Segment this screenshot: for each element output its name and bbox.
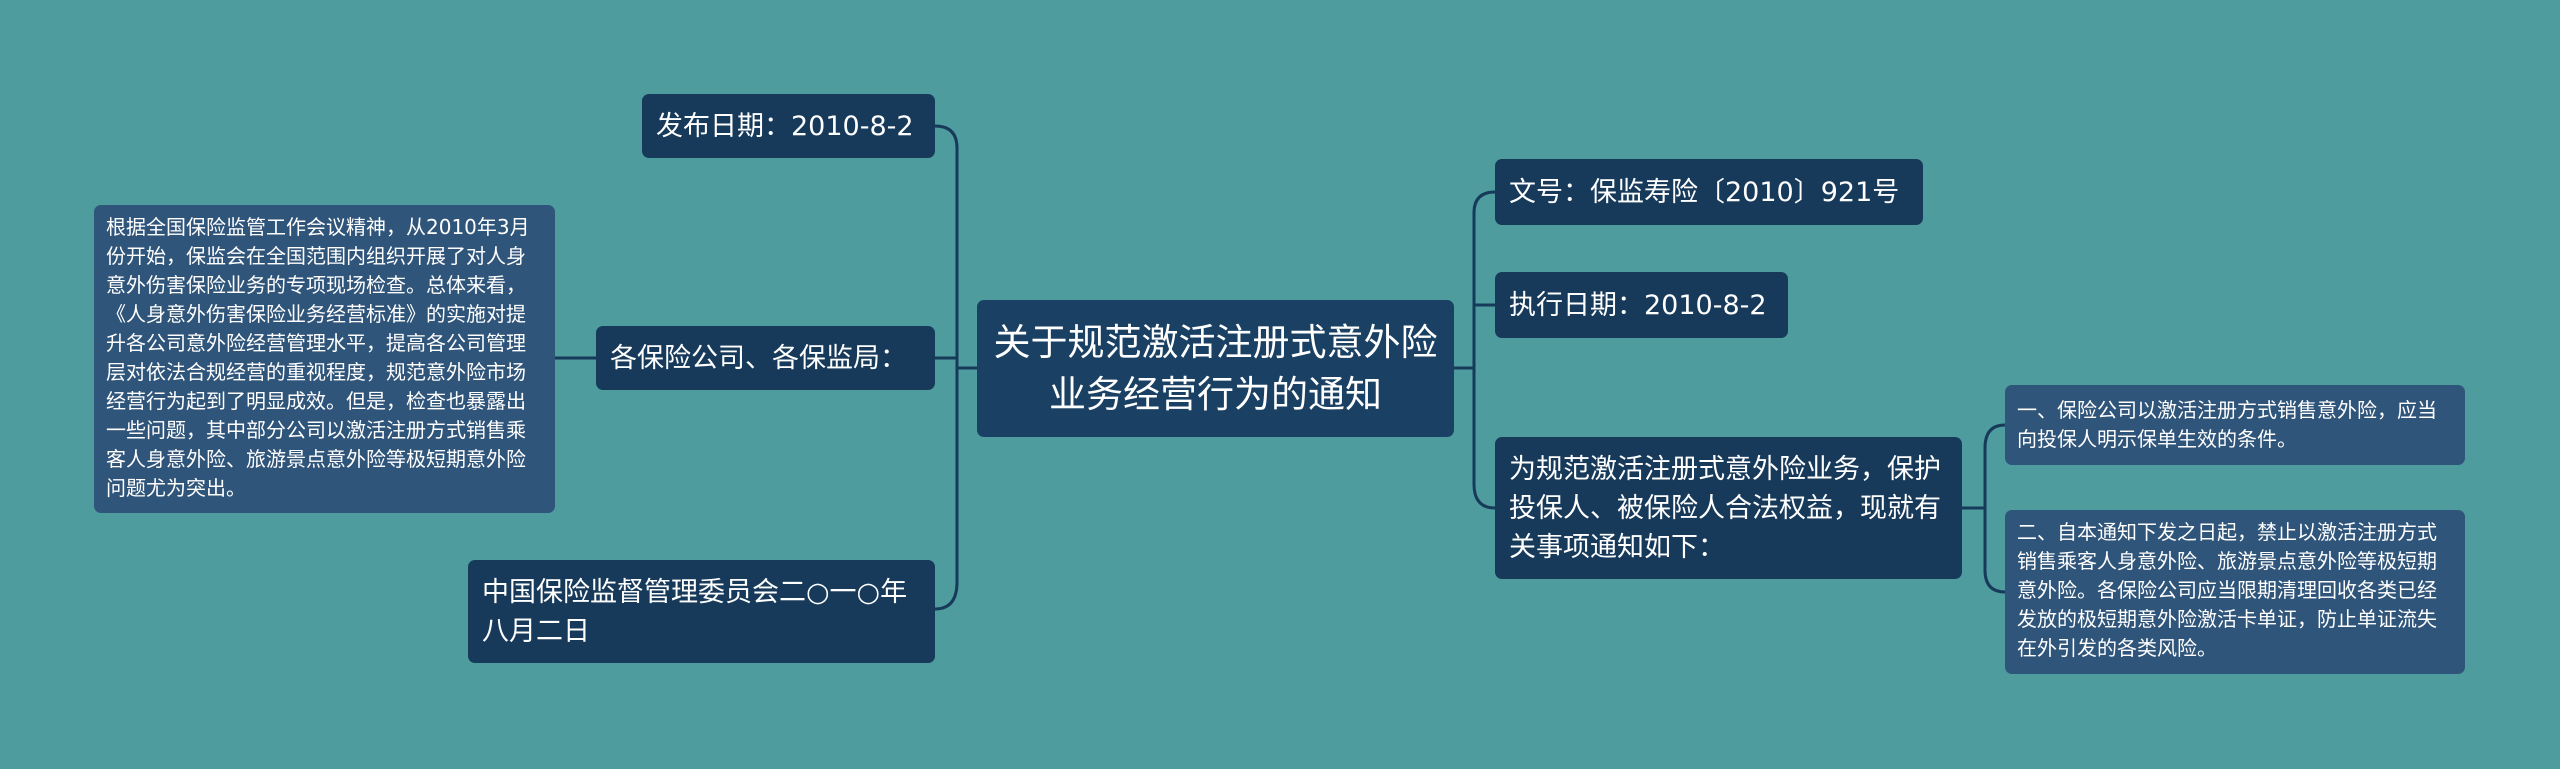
topic-purpose-label: 为规范激活注册式意外险业务，保护投保人、被保险人合法权益，现就有关事项通知如下： — [1509, 453, 1941, 563]
topic-signature-label: 中国保险监督管理委员会二○一○年八月二日 — [482, 576, 908, 647]
topic-purpose[interactable]: 为规范激活注册式意外险业务，保护投保人、被保险人合法权益，现就有关事项通知如下： — [1495, 437, 1962, 579]
topic-execution-date[interactable]: 执行日期：2010-8-2 — [1495, 272, 1788, 338]
topic-publish-date-label: 发布日期：2010-8-2 — [656, 110, 914, 142]
link-left-signature — [934, 581, 959, 611]
topic-recipients-label: 各保险公司、各保监局： — [610, 342, 907, 374]
link-purpose-items — [1983, 423, 2006, 594]
topic-publish-date[interactable]: 发布日期：2010-8-2 — [642, 94, 935, 158]
central-topic-label: 关于规范激活注册式意外险业务经营行为的通知 — [993, 320, 1438, 416]
leaf-background-paragraph[interactable]: 根据全国保险监管工作会议精神，从2010年3月份开始，保监会在全国范围内组织开展… — [94, 205, 555, 513]
topic-document-number-label: 文号：保监寿险〔2010〕921号 — [1509, 176, 1900, 208]
leaf-item-two-text: 二、自本通知下发之日起，禁止以激活注册方式销售乘客人身意外险、旅游景点意外险等极… — [2017, 520, 2437, 660]
topic-recipients[interactable]: 各保险公司、各保监局： — [596, 326, 935, 390]
topic-execution-date-label: 执行日期：2010-8-2 — [1509, 289, 1767, 321]
leaf-item-one-text: 一、保险公司以激活注册方式销售意外险，应当向投保人明示保单生效的条件。 — [2017, 398, 2437, 451]
leaf-background-paragraph-text: 根据全国保险监管工作会议精神，从2010年3月份开始，保监会在全国范围内组织开展… — [106, 215, 530, 500]
topic-signature[interactable]: 中国保险监督管理委员会二○一○年八月二日 — [468, 560, 935, 663]
central-topic[interactable]: 关于规范激活注册式意外险业务经营行为的通知 — [977, 300, 1454, 437]
leaf-item-two[interactable]: 二、自本通知下发之日起，禁止以激活注册方式销售乘客人身意外险、旅游景点意外险等极… — [2005, 510, 2465, 674]
link-left-date — [934, 124, 959, 149]
leaf-item-one[interactable]: 一、保险公司以激活注册方式销售意外险，应当向投保人明示保单生效的条件。 — [2005, 385, 2465, 465]
link-right-purpose — [1472, 483, 1496, 510]
topic-document-number[interactable]: 文号：保监寿险〔2010〕921号 — [1495, 159, 1923, 225]
link-right-docno — [1472, 190, 1496, 214]
